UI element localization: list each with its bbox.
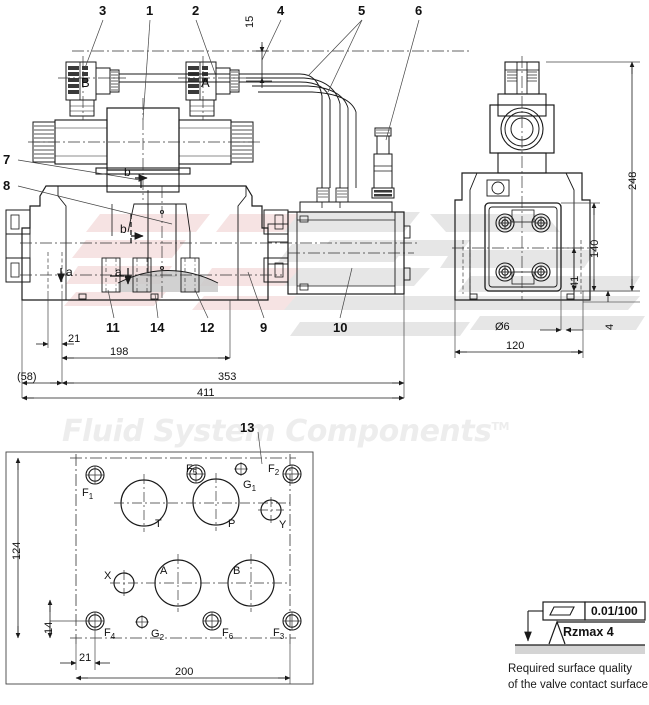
connector-label-b: B: [81, 75, 90, 90]
section-mark-b-mid: b: [120, 222, 127, 236]
callout-5: 5: [358, 3, 366, 18]
surface-note-line1: Required surface quality: [508, 663, 633, 675]
dim-248: 248: [627, 171, 639, 190]
port-label-F3: F3: [273, 627, 285, 642]
callout-7: 7: [3, 152, 11, 167]
port-label-G2: G2: [151, 628, 165, 643]
roughness-value: Rzmax 4: [563, 625, 614, 639]
dim-14: 14: [43, 621, 55, 634]
dim-200: 200: [175, 666, 194, 678]
port-label-F5: F5: [186, 463, 198, 478]
callout-1: 1: [146, 3, 154, 18]
dim-dia6: Ø6: [495, 321, 510, 333]
port-label-A: A: [160, 565, 168, 577]
port-label-T: T: [155, 518, 162, 530]
port-label-Y: Y: [279, 519, 287, 531]
callout-11: 11: [106, 320, 120, 335]
section-mark-a-right: a: [115, 265, 122, 279]
callout-2: 2: [192, 3, 200, 18]
dim-120: 120: [506, 340, 525, 352]
callout-3: 3: [99, 3, 107, 18]
port-label-F1: F1: [82, 487, 94, 502]
dim-58: (58): [17, 371, 37, 383]
callout-8: 8: [3, 178, 11, 193]
dim-15: 15: [244, 15, 256, 28]
callout-13: 13: [240, 420, 255, 435]
dim-353: 353: [218, 371, 237, 383]
dim-198: 198: [110, 346, 129, 358]
dim-21-front: 21: [68, 333, 81, 345]
port-label-X: X: [104, 570, 112, 582]
port-label-F4: F4: [104, 627, 116, 642]
dim-4: 4: [604, 323, 616, 330]
callout-6: 6: [415, 3, 423, 18]
callout-12: 12: [200, 320, 215, 335]
port-label-P: P: [228, 518, 236, 530]
callout-14: 14: [150, 320, 165, 335]
surface-note-line2: of the valve contact surface: [508, 679, 648, 691]
connector-label-a: A: [201, 75, 210, 90]
dim-21-plan: 21: [79, 652, 92, 664]
callout-9: 9: [260, 320, 268, 335]
port-label-F2: F2: [268, 463, 280, 478]
dim-411: 411: [197, 387, 215, 399]
dim-124: 124: [11, 541, 23, 560]
dim-140: 140: [589, 239, 601, 258]
dim-41: 41: [569, 275, 581, 288]
callout-4: 4: [277, 3, 285, 18]
flatness-tolerance-value: 0.01/100: [591, 604, 638, 618]
callout-10: 10: [333, 320, 348, 335]
port-label-G1: G1: [243, 479, 257, 494]
section-mark-a-left: a: [66, 265, 73, 279]
watermark-text: Fluid System ComponentsTM: [62, 414, 509, 449]
section-mark-b-top: b: [124, 165, 131, 179]
port-label-F6: F6: [222, 627, 234, 642]
port-label-B: B: [233, 565, 241, 577]
